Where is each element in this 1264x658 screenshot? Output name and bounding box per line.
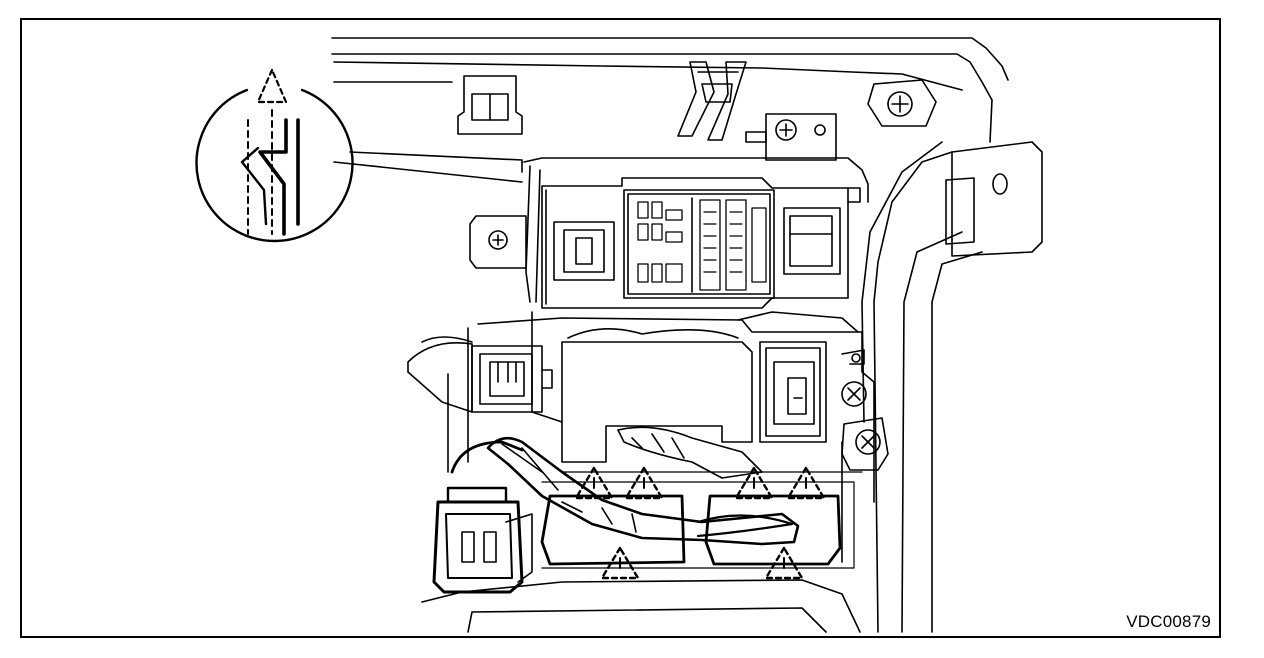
dashboard-panel [331, 37, 1009, 303]
screw-icon [867, 79, 937, 127]
screw-icon [841, 349, 867, 407]
screw-icon [745, 113, 837, 161]
connector-icon [759, 341, 827, 443]
connector-icon [432, 440, 533, 594]
bottom-tray [421, 579, 861, 633]
right-bracket [861, 141, 1043, 633]
wiring-harness [486, 426, 800, 546]
connector-body [541, 471, 863, 569]
warning-triangle-icon [574, 466, 826, 580]
hook-detail-icon [195, 68, 354, 243]
illustration-frame: VDC00879 [20, 18, 1221, 638]
warning-mark [593, 477, 807, 569]
connector-icon [407, 336, 553, 413]
fuse-box [541, 177, 861, 309]
screw-icon [841, 417, 889, 471]
service-illustration [195, 37, 1043, 633]
control-unit [447, 311, 875, 563]
connector-icon [540, 494, 842, 566]
clip-icon [677, 61, 747, 141]
figure-code: VDC00879 [1126, 612, 1211, 631]
clip-icon [457, 75, 523, 135]
